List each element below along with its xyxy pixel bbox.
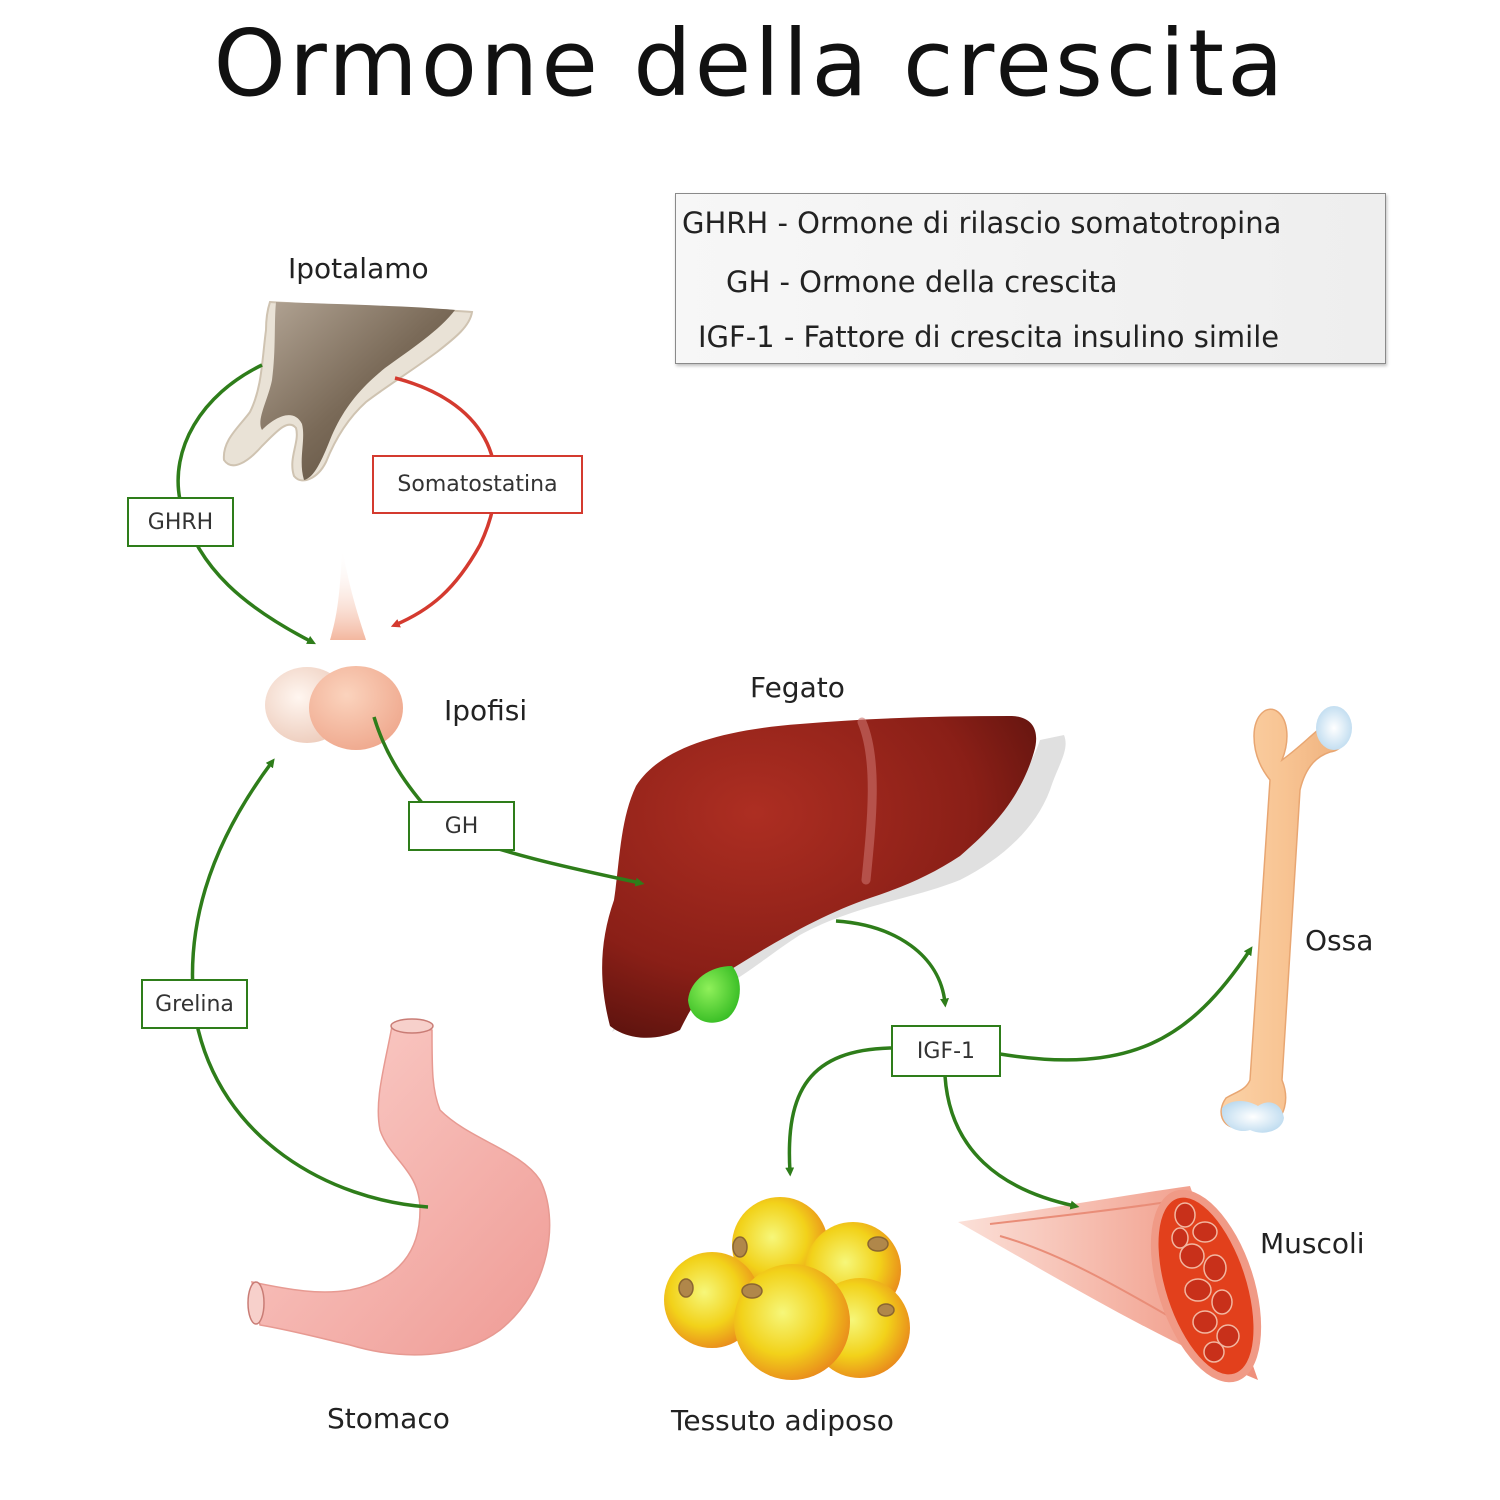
gh-arrow — [372, 716, 645, 887]
tag-ghrh: GHRH — [127, 497, 234, 547]
stomach-illustration — [247, 1018, 551, 1356]
adipose-tissue-illustration — [664, 1197, 910, 1380]
liver-to-igf1-arrow — [835, 919, 950, 1008]
pituitary-illustration — [265, 548, 403, 750]
tag-gh: GH — [408, 801, 515, 851]
legend-gh: GH - Ormone della crescita — [726, 265, 1118, 299]
bone-illustration — [1220, 706, 1352, 1133]
legend-ghrh: GHRH - Ormone di rilascio somatotropina — [682, 206, 1282, 240]
legend-igf1: IGF-1 - Fattore di crescita insulino sim… — [698, 320, 1280, 354]
igf1-to-muscle-arrow — [943, 1075, 1080, 1210]
liver-illustration — [602, 716, 1066, 1038]
muscle-illustration — [958, 1186, 1262, 1383]
label-bone: Ossa — [1305, 924, 1374, 957]
igf1-to-adipose-arrow — [785, 1046, 892, 1177]
tag-igf1: IGF-1 — [891, 1025, 1001, 1077]
label-adipose-tissue: Tessuto adiposo — [671, 1404, 894, 1437]
hypothalamus-illustration — [222, 300, 474, 482]
label-pituitary: Ipofisi — [444, 694, 528, 727]
tag-somatostatin: Somatostatina — [372, 455, 583, 514]
label-stomach: Stomaco — [327, 1402, 450, 1435]
page-title: Ormone della crescita — [213, 10, 1287, 117]
label-muscle: Muscoli — [1260, 1227, 1365, 1260]
label-hypothalamus: Ipotalamo — [288, 252, 429, 285]
somatostatin-arrow — [390, 376, 498, 628]
label-liver: Fegato — [750, 671, 845, 704]
igf1-to-bone-arrow — [999, 946, 1253, 1062]
tag-ghrelin: Grelina — [141, 979, 248, 1029]
legend-box: GHRH - Ormone di rilascio somatotropina … — [675, 193, 1386, 364]
